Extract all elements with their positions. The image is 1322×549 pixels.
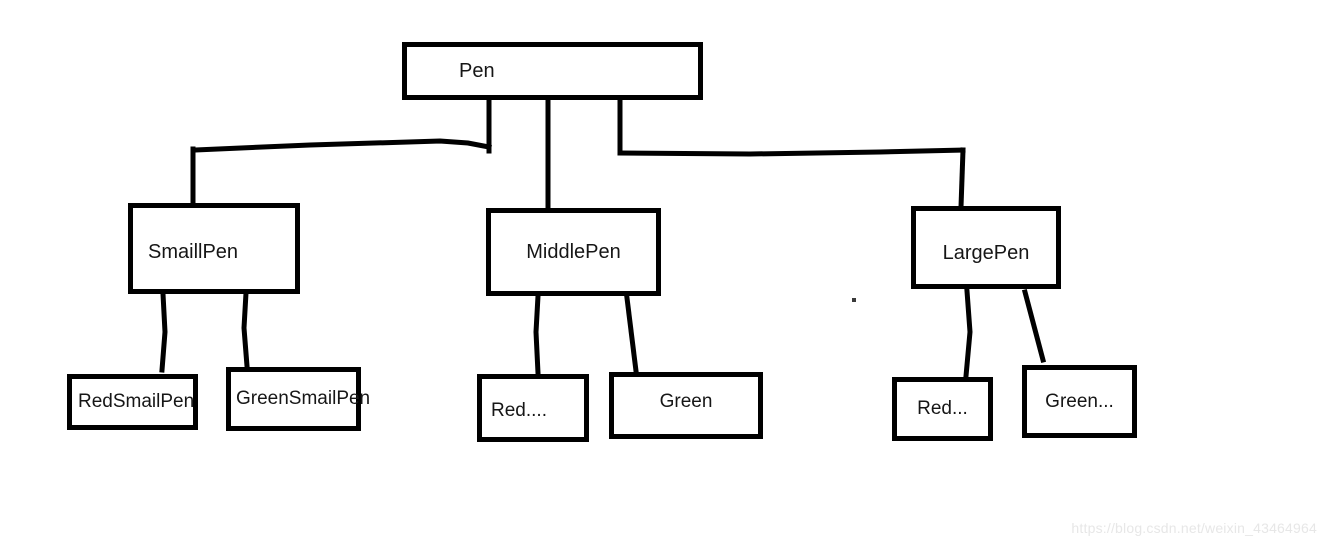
edge-middlepen-red [533,293,541,376]
node-redsmailpen: RedSmailPen [67,374,198,430]
edge-smaillpen-redsmailpen [159,291,168,373]
watermark-text: https://blog.csdn.net/weixin_43464964 [1071,520,1317,536]
node-green-large: Green... [1022,365,1137,438]
node-red-middle: Red.... [477,374,589,442]
node-red-large: Red... [892,377,993,441]
node-pen: Pen [402,42,703,100]
edge-largepen-red [963,288,973,379]
node-middlepen: MiddlePen [486,208,661,296]
edge-largepen-drop [958,147,966,210]
edge-largepen-green [1021,288,1047,364]
node-green-middle: Green [609,372,763,439]
edge-middlepen-green [624,295,639,374]
node-largepen: LargePen [911,206,1061,289]
stray-mark [852,298,856,302]
edge-pen-smaillpen-horizontal [192,138,492,153]
node-greensmailpen: GreenSmailPen [226,367,370,431]
node-smaillpen: SmaillPen [128,203,300,294]
edge-smaillpen-greensmailpen [241,290,250,369]
edge-pen-largepen-horizontal [617,147,966,157]
